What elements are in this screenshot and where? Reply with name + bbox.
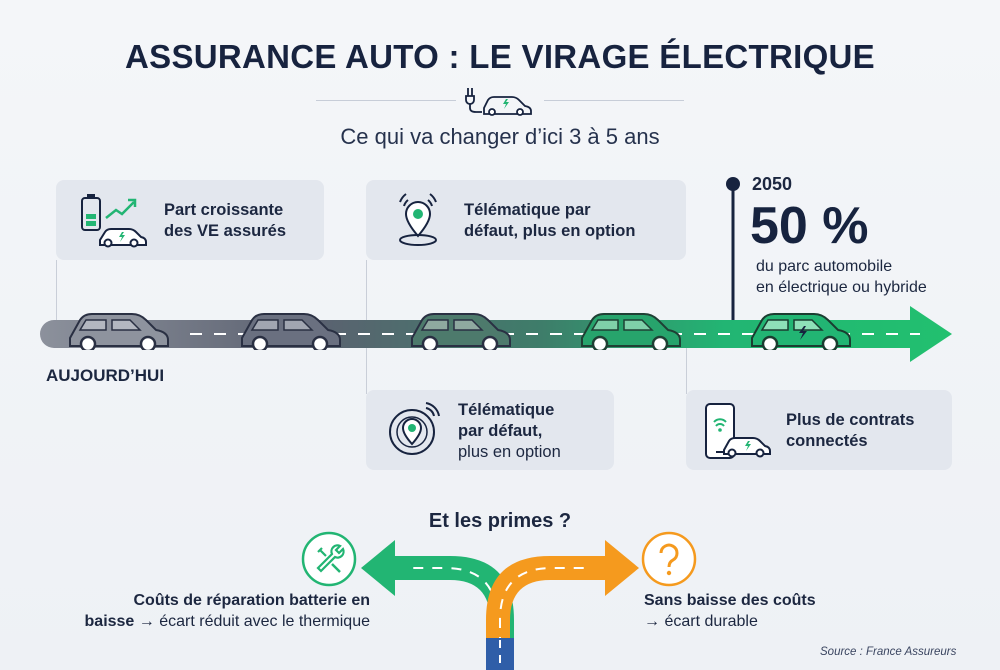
card-telematique-bottom: Télématique par défaut, plus en option [366, 390, 614, 470]
milestone-pin [724, 176, 742, 337]
primes-right-text: Sans baisse des coûts → écart durable [644, 592, 816, 630]
milestone-year: 2050 [752, 174, 793, 194]
timeline-start-label: AUJOURD’HUI [46, 366, 165, 385]
title-divider-right [544, 100, 684, 101]
phone-car-icon [702, 400, 772, 467]
connector-line [56, 260, 57, 326]
card-text: Plus de contrats connectés [786, 411, 915, 450]
connector-line [686, 344, 687, 394]
page-subtitle: Ce qui va changer d’ici 3 à 5 ans [340, 124, 660, 149]
milestone-description: du parc automobile en électrique ou hybr… [756, 258, 927, 296]
car-icon [406, 304, 516, 355]
car-icon [236, 304, 346, 355]
source-note: Source : France Assureurs [820, 646, 957, 658]
battery-growth-car-icon [78, 192, 150, 253]
connected-pin-icon [384, 400, 444, 465]
card-part-croissante: Part croissante des VE assurés [56, 180, 324, 260]
wrench-screwdriver-icon [300, 530, 358, 593]
question-icon [640, 530, 698, 593]
card-text: Part croissante des VE assurés [164, 201, 286, 240]
ev-plug-car-icon [462, 84, 538, 121]
primes-title: Et les primes ? [428, 510, 572, 532]
card-contrats-connectes: Plus de contrats connectés [686, 390, 952, 470]
card-text: Télématique par défaut, plus en option [458, 401, 561, 461]
page-title: ASSURANCE AUTO : LE VIRAGE ÉLECTRIQUE [125, 38, 875, 75]
electric-car-icon [746, 304, 856, 355]
title-divider-left [316, 100, 456, 101]
card-text: Télématique par défaut, plus en option [464, 201, 636, 240]
connector-line [366, 344, 367, 394]
milestone-value: 50 % [750, 197, 869, 255]
connector-line [366, 260, 367, 334]
card-telematique-top: Télématique par défaut, plus en option [366, 180, 686, 260]
car-icon [64, 304, 174, 355]
fork-road [360, 526, 650, 670]
location-pin-icon [390, 188, 446, 255]
car-icon [576, 304, 686, 355]
primes-left-text: Coûts de réparation batterie en baisse →… [84, 592, 370, 630]
